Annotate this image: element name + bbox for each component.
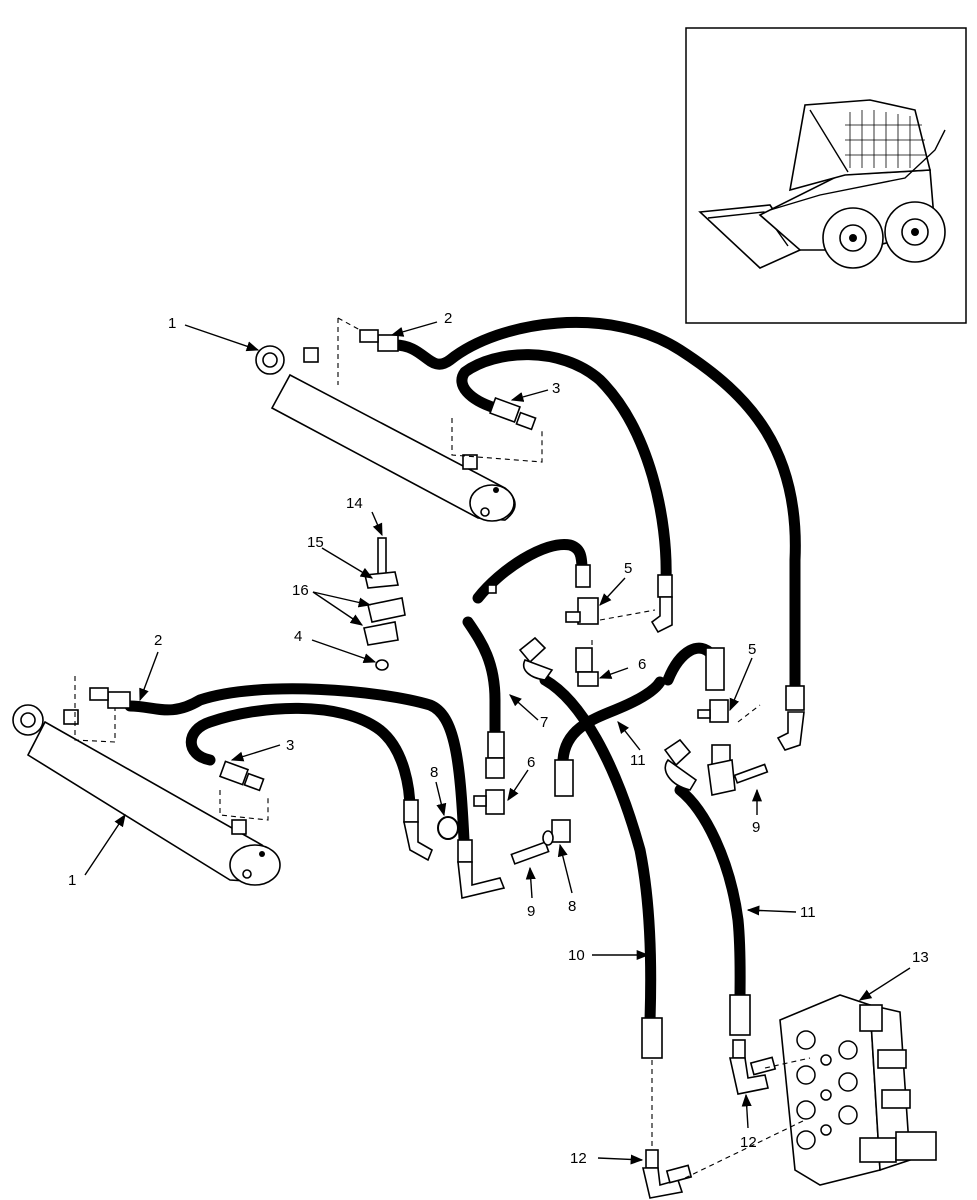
callout-13: 13 xyxy=(912,949,929,966)
callout-4: 4 xyxy=(294,628,302,645)
hose-7b xyxy=(462,616,501,746)
callout-5-center: 5 xyxy=(624,560,632,577)
callout-3-upper: 3 xyxy=(552,380,560,397)
callout-5-right: 5 xyxy=(748,641,756,658)
callout-15: 15 xyxy=(307,534,324,551)
callout-labels: 1 2 3 14 15 16 4 2 3 1 5 6 7 5 11 6 8 9 … xyxy=(68,310,929,1167)
hoses xyxy=(124,316,801,1026)
fittings xyxy=(89,329,805,1199)
callout-12-left: 12 xyxy=(570,1150,587,1167)
hose-3-upper xyxy=(456,349,672,586)
callout-16: 16 xyxy=(292,582,309,599)
hose-2-upper xyxy=(389,316,801,696)
hose-11-upper xyxy=(557,676,666,766)
control-valve xyxy=(779,994,937,1186)
callout-1-upper: 1 xyxy=(168,315,176,332)
callout-12-right: 12 xyxy=(740,1134,757,1151)
callout-6-center: 6 xyxy=(638,656,646,673)
callout-2-lower: 2 xyxy=(154,632,162,649)
hose-3-lower xyxy=(185,702,416,816)
callout-9-right: 9 xyxy=(752,819,760,836)
callout-11-right: 11 xyxy=(800,904,816,921)
callout-7: 7 xyxy=(540,714,548,731)
hose-11-lower xyxy=(674,784,746,1006)
leader-arrows xyxy=(84,321,911,1165)
callout-11-center: 11 xyxy=(630,752,646,769)
callout-2-upper: 2 xyxy=(444,310,452,327)
callout-8-left: 8 xyxy=(430,764,438,781)
hose-10 xyxy=(539,674,657,1026)
callout-6-lower: 6 xyxy=(527,754,535,771)
alignment-lines xyxy=(74,317,811,1179)
upper-cylinder xyxy=(255,345,516,522)
skid-steer-loader-icon xyxy=(698,99,946,269)
hose-2-lower xyxy=(124,683,470,846)
hose-7 xyxy=(472,538,588,604)
callout-8-lower: 8 xyxy=(568,898,576,915)
callout-1-lower: 1 xyxy=(68,872,76,889)
callout-3-lower: 3 xyxy=(286,737,294,754)
callout-10: 10 xyxy=(568,947,585,964)
machine-inset xyxy=(685,27,967,324)
callout-14: 14 xyxy=(346,495,363,512)
callout-9-lower: 9 xyxy=(527,903,535,920)
lower-cylinder xyxy=(12,704,281,886)
